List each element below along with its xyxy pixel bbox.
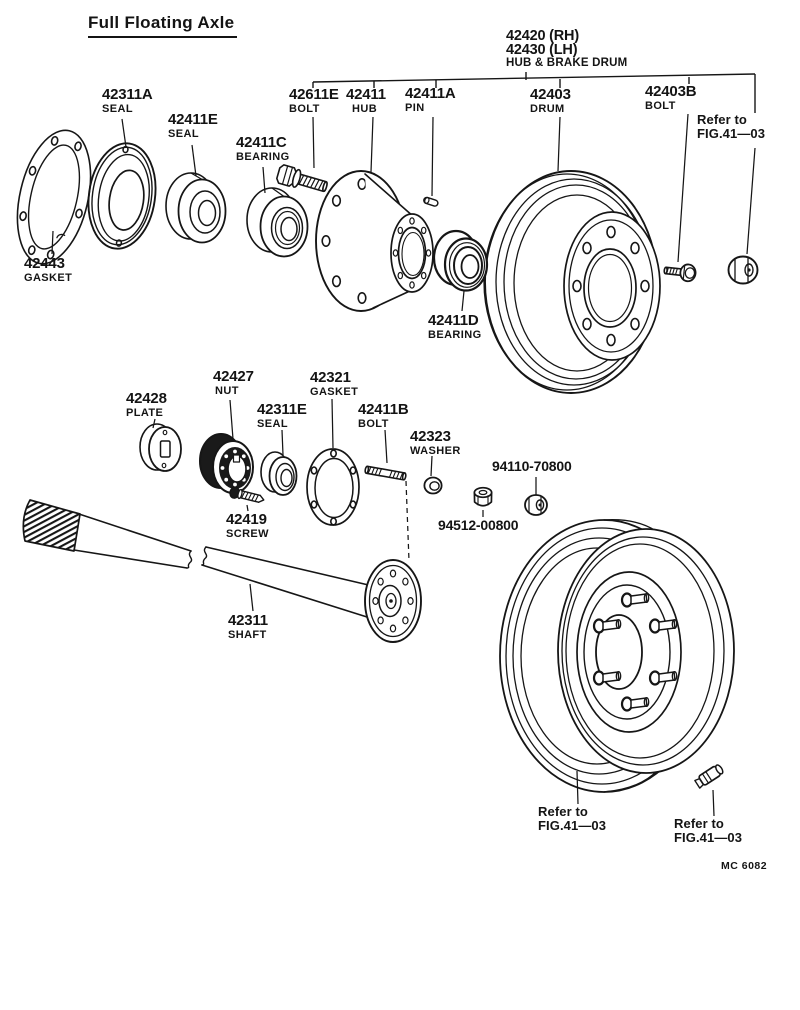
assembly-code-rh: 42420 (RH)	[506, 28, 579, 44]
part-shaft-42311	[22, 499, 422, 643]
assembly-bracket	[312, 72, 756, 113]
assembly-code-lh: 42430 (LH)	[506, 42, 578, 58]
part-washer-42323	[423, 476, 443, 495]
part-gasket-42443	[16, 129, 92, 265]
part-gasket-42321	[306, 448, 360, 526]
part-pin-42411a	[423, 196, 439, 207]
refer-note-top: Refer to FIG.41—03	[697, 112, 766, 141]
part-seal-42311a	[87, 142, 157, 250]
part-valve-stem	[694, 764, 724, 789]
part-drum-42403	[483, 170, 661, 394]
assembly-name: HUB & BRAKE DRUM	[506, 57, 628, 69]
part-nut-94512	[473, 486, 493, 507]
part-nut-42427	[199, 433, 254, 494]
part-nut-94110	[524, 494, 548, 516]
refer-note-valve: Refer to FIG.41—03	[674, 816, 743, 845]
assembly-label: 42420 (RH) 42430 (LH) HUB & BRAKE DRUM	[506, 29, 627, 70]
refer-note-wheel: Refer to FIG.41—03	[538, 804, 607, 833]
leader-lines	[51, 113, 756, 817]
figure-code: MC 6082	[721, 860, 768, 872]
part-bearing-42411d	[432, 229, 489, 292]
part-hub-42411	[315, 170, 434, 312]
part-bolt-42411b	[364, 465, 407, 481]
part-bearing-42411c	[246, 187, 309, 258]
part-seal-42311e	[260, 451, 298, 496]
part-screw-42419	[229, 486, 265, 503]
part-plate-42428	[139, 423, 182, 472]
part-wheel	[499, 519, 735, 793]
part-nut-fig41-top	[727, 255, 759, 285]
label-94512-00800: 94512-00800	[438, 517, 519, 533]
part-bolt-42611e	[276, 164, 328, 193]
part-bolt-42403b	[663, 263, 697, 283]
page-title: Full Floating Axle	[88, 13, 238, 38]
label-94110-70800: 94110-70800	[492, 458, 572, 474]
part-seal-42411e	[165, 172, 227, 244]
